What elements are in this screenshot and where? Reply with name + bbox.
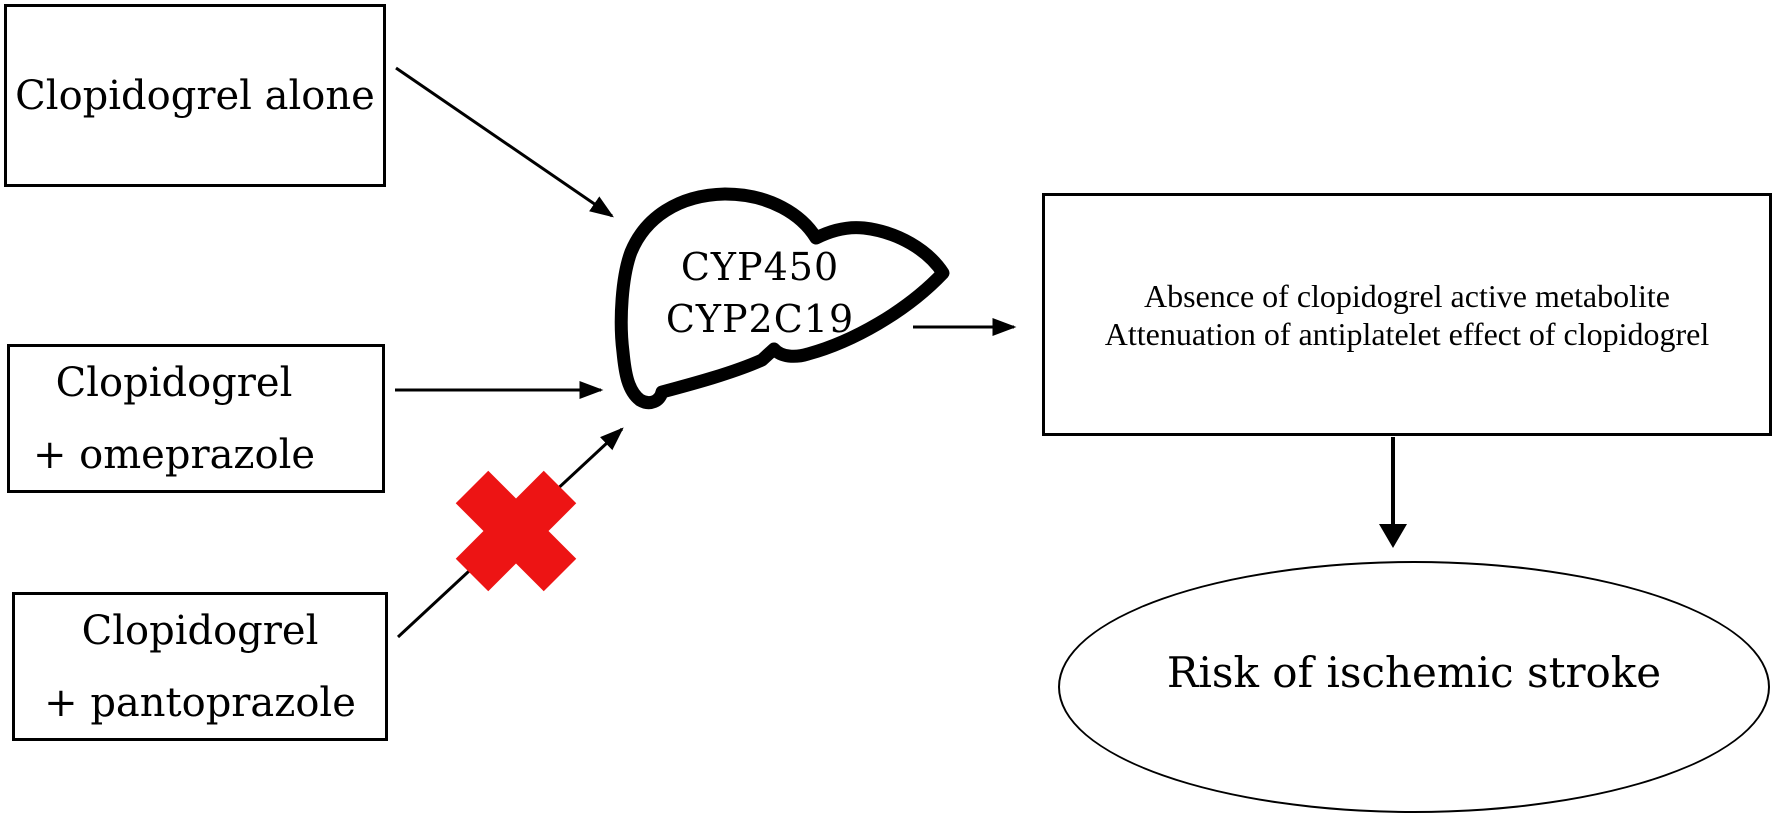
node-label-line2: + omeprazole <box>32 431 316 478</box>
node-clopidogrel-pantoprazole: Clopidogrel + pantoprazole <box>12 592 388 741</box>
liver-enzyme-line1: CYP450 <box>680 245 840 289</box>
arrow-clopidogrel-alone-to-liver <box>395 66 614 218</box>
node-label-line1: Clopidogrel <box>81 607 319 654</box>
red-x-blocked-icon <box>455 470 577 592</box>
liver-enzymes-label: CYP450 CYP2C19 <box>635 241 885 345</box>
node-clopidogrel-omeprazole: Clopidogrel + omeprazole <box>7 344 385 493</box>
risk-label: Risk of ischemic stroke <box>1166 647 1662 697</box>
node-clopidogrel-alone: Clopidogrel alone <box>4 4 386 187</box>
arrow-outcome-to-risk <box>1379 437 1407 548</box>
liver-enzyme-line2: CYP2C19 <box>665 297 855 341</box>
outcome-line1: Absence of clopidogrel active metabolite <box>1143 277 1670 314</box>
node-outcome: Absence of clopidogrel active metabolite… <box>1042 193 1772 436</box>
outcome-line2: Attenuation of antiplatelet effect of cl… <box>1104 315 1710 352</box>
node-risk-ellipse: Risk of ischemic stroke <box>1058 561 1770 813</box>
node-label-line2: + pantoprazole <box>44 679 356 726</box>
node-label: Clopidogrel alone <box>15 72 375 119</box>
liver-icon <box>614 187 950 410</box>
node-label-line1: Clopidogrel <box>55 359 293 406</box>
